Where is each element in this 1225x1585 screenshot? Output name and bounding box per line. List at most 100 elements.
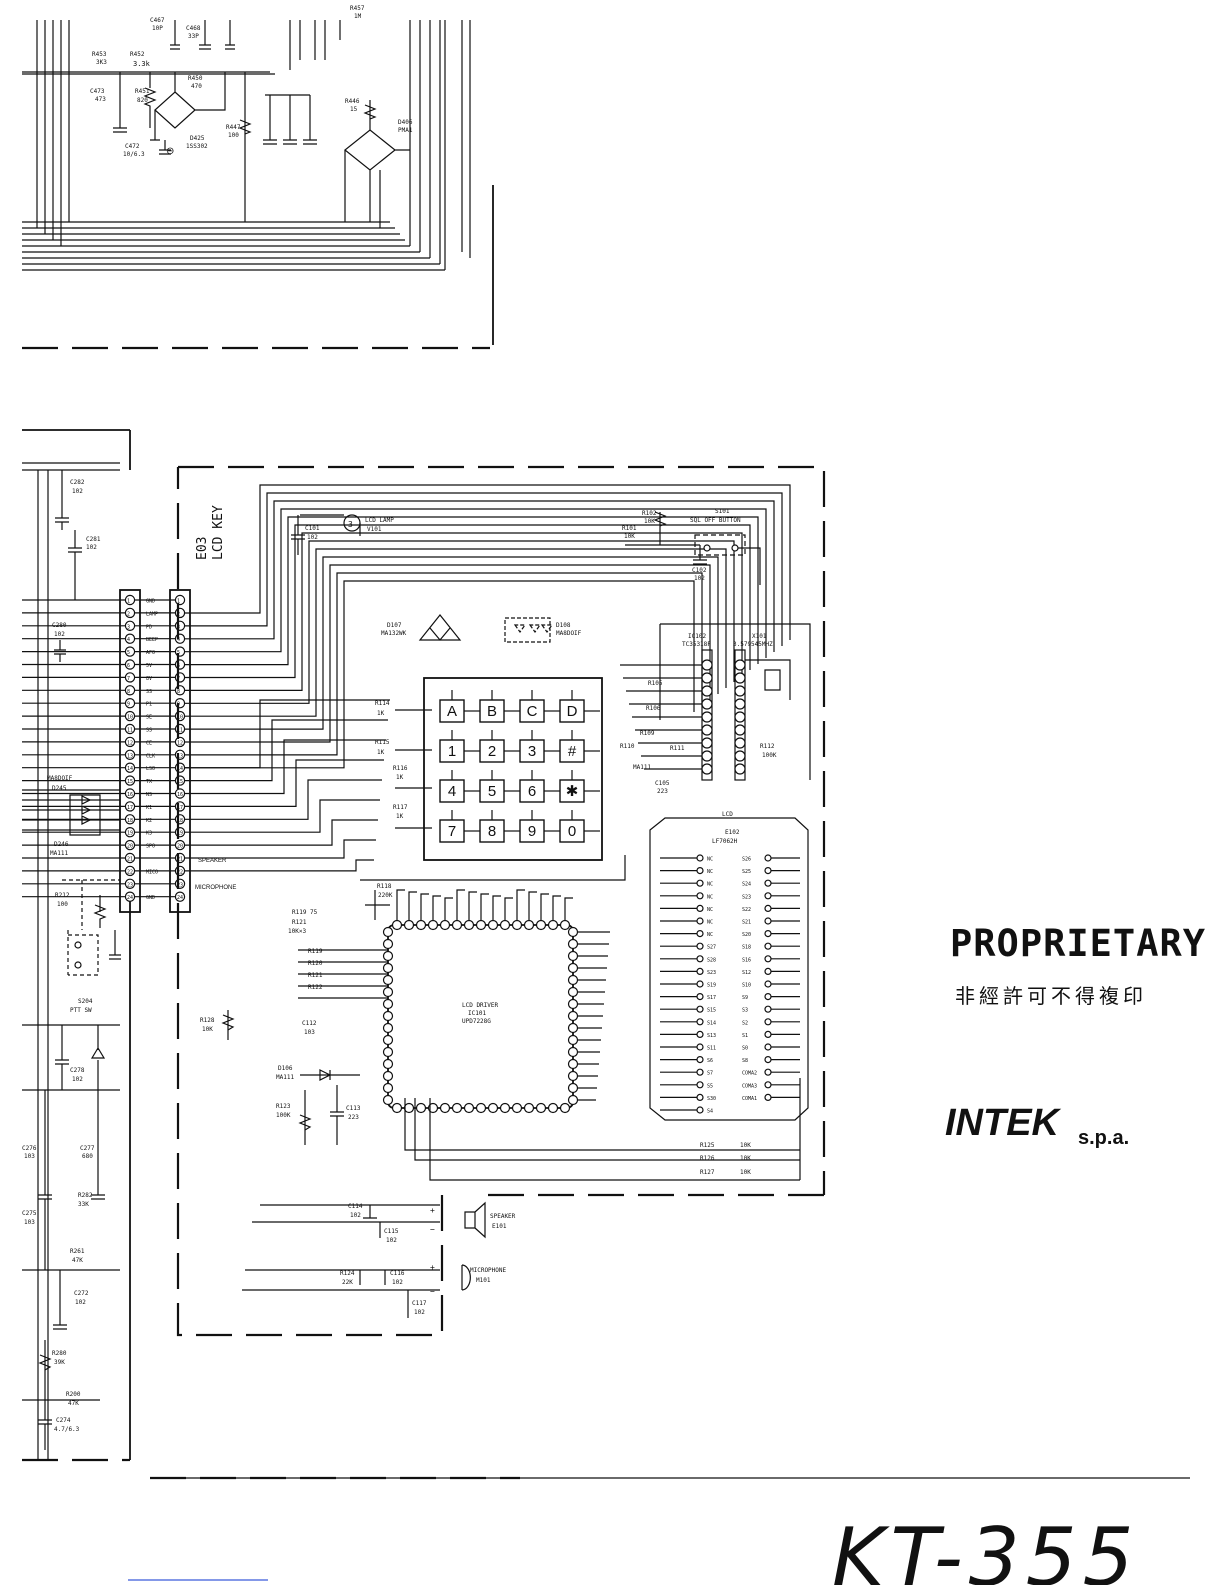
svg-text:223: 223 (348, 1114, 359, 1121)
ic101-pin (382, 926, 394, 938)
d245-label: D245 (52, 785, 67, 792)
lcd-pin (696, 1093, 704, 1102)
lcd-pin (764, 1005, 772, 1013)
lcd-pin-label: S12 (742, 970, 751, 976)
svg-text:C281: C281 (86, 536, 101, 543)
bus-wire (185, 564, 711, 743)
connector-pin-label: SS (146, 728, 152, 734)
lcd-pin-label: S25 (742, 869, 751, 875)
keypad-key: 6 (519, 779, 545, 803)
lcd-pin (764, 1018, 772, 1026)
lcd-pin (696, 1055, 704, 1064)
svg-text:R114: R114 (375, 700, 390, 707)
svg-text:102: 102 (392, 1279, 403, 1286)
lcd-pin (696, 955, 704, 963)
svg-text:33K: 33K (78, 1201, 89, 1208)
ic101-pin (523, 919, 535, 931)
svg-text:33P: 33P (188, 33, 199, 40)
bus-wire (185, 524, 751, 679)
svg-text:3: 3 (528, 743, 536, 760)
connector-pin-label: CLK (146, 753, 155, 759)
ic101-pin (403, 1102, 415, 1114)
svg-text:R121: R121 (292, 919, 307, 926)
company-suffix: s.p.a. (1078, 1127, 1129, 1149)
pin-number: 10 (177, 715, 183, 721)
ic101-pin (487, 919, 499, 931)
svg-text:R280: R280 (52, 1350, 67, 1357)
ic101-pin (559, 919, 571, 931)
pin-number: 3 (127, 624, 130, 630)
svg-text:R451: R451 (135, 88, 150, 95)
lcd-pin-label: S30 (707, 1096, 716, 1102)
ic-pin (734, 659, 746, 671)
lcd-pin-label: S8 (742, 1058, 748, 1064)
d107-part: MA132WK (381, 630, 407, 637)
keypad-key: 9 (519, 819, 545, 843)
pin-number: 11 (177, 728, 183, 734)
ic101-pin (523, 1102, 535, 1114)
bus-wire (185, 548, 727, 717)
svg-text:102: 102 (694, 575, 705, 582)
svg-text:102: 102 (75, 1299, 86, 1306)
svg-text:C102: C102 (692, 567, 707, 574)
brand-area: PROPRIETARY 非經許可不得複印 INTEK s.p.a. KT-355 (128, 922, 1205, 1585)
ic102-label: IC102 (688, 633, 706, 640)
bus-wire (185, 779, 382, 820)
keypad-key: 3 (519, 739, 545, 763)
keypad-key: 0 (559, 819, 585, 843)
lcd-pin-label: S26 (742, 857, 751, 863)
pin-number: 24 (177, 895, 183, 901)
connector-pin-label: CE (146, 740, 152, 746)
pin-number: 14 (127, 766, 133, 772)
speaker-ref: E101 (492, 1223, 507, 1230)
ic101-pin (382, 986, 394, 998)
connector-pin-label: 8V (146, 676, 152, 682)
connector-pin-label: PD (146, 624, 152, 630)
svg-text:103: 103 (304, 1029, 315, 1036)
svg-text:R282: R282 (78, 1192, 93, 1199)
svg-text:10P: 10P (152, 25, 163, 32)
ic-pin (734, 750, 746, 762)
lcd-pin-label: S23 (742, 894, 751, 900)
connector-pin (124, 852, 136, 864)
svg-text:R106: R106 (646, 705, 661, 712)
ic101-pin (547, 919, 559, 931)
svg-text:+: + (430, 1263, 435, 1272)
ic-pin (701, 737, 713, 749)
keypad-key: C (519, 699, 545, 723)
lcd-pin (696, 904, 704, 913)
ic101-pin (382, 1058, 394, 1070)
bus-wire (185, 859, 374, 872)
lcd-pin-label: S1 (742, 1033, 748, 1039)
bus-wire (185, 508, 767, 658)
ic101-pin (475, 1102, 487, 1114)
lcd-pin-label: S15 (707, 1008, 716, 1014)
svg-text:MA111: MA111 (633, 764, 651, 771)
connector-pin (124, 672, 136, 683)
svg-text:R105: R105 (648, 680, 663, 687)
connector-pin (124, 775, 136, 786)
microphone-label: MICROPHONE (470, 1267, 507, 1274)
svg-text:C117: C117 (412, 1300, 427, 1307)
ic101-pin (567, 1094, 579, 1106)
ic101-pin (391, 919, 403, 931)
ic101-pin (382, 1082, 394, 1094)
bus-wire (185, 532, 743, 691)
lcd-pin-label: COMA3 (742, 1083, 757, 1089)
lcd-pin-label: S21 (742, 920, 751, 926)
svg-text:R447: R447 (226, 124, 241, 131)
svg-text:223: 223 (657, 788, 668, 795)
ic101-pin (382, 1022, 394, 1034)
speaker-label: SPEAKER (490, 1213, 516, 1220)
svg-text:B: B (487, 703, 497, 720)
lcd-pin (764, 980, 772, 988)
ic101-pin (391, 1102, 403, 1114)
svg-text:R118: R118 (377, 883, 392, 890)
bus-wire (185, 799, 380, 833)
ic101-pin (511, 1102, 523, 1114)
speaker-icon (464, 1201, 486, 1239)
lcd-pin-label: S3 (742, 1008, 748, 1014)
connector-pin-label: 5V (146, 663, 152, 669)
svg-text:39K: 39K (54, 1359, 65, 1366)
connector-pin (124, 659, 136, 670)
